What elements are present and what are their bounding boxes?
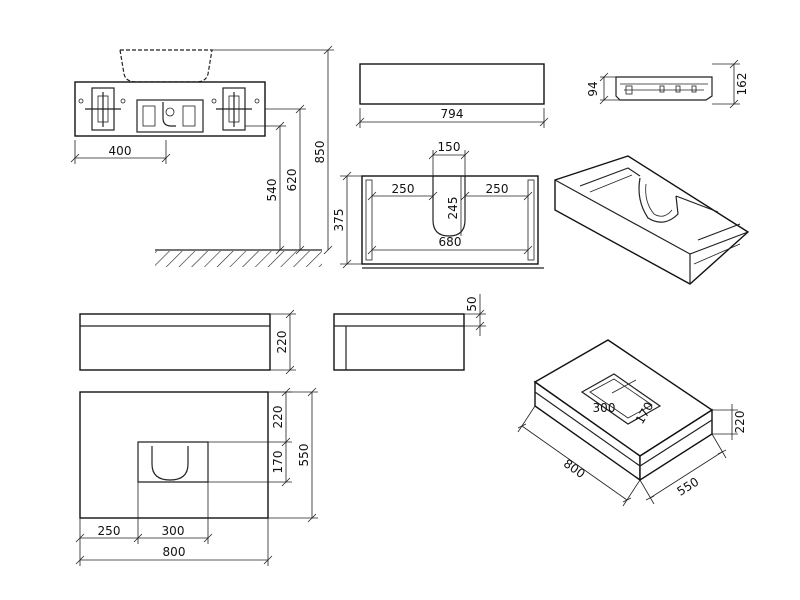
svg-text:550: 550 xyxy=(674,475,701,499)
dim-620: 620 xyxy=(265,104,306,255)
front-installation-view: 400 540 620 850 xyxy=(70,45,334,267)
front-elevation-view: 220 xyxy=(79,309,296,375)
drawer-isometric-view xyxy=(554,155,750,285)
svg-text:800: 800 xyxy=(163,545,186,559)
dim-850: 850 xyxy=(212,45,334,255)
svg-text:620: 620 xyxy=(285,169,299,192)
svg-text:794: 794 xyxy=(441,107,464,121)
svg-text:300: 300 xyxy=(593,401,616,415)
svg-text:850: 850 xyxy=(313,141,327,164)
drawer-plan-view: 150 250 250 245 375 680 xyxy=(332,140,544,269)
dim-540: 540 xyxy=(245,121,286,255)
svg-text:250: 250 xyxy=(98,524,121,538)
svg-text:800: 800 xyxy=(561,456,588,481)
top-board-view: 794 xyxy=(355,63,549,128)
svg-text:250: 250 xyxy=(486,182,509,196)
svg-text:220: 220 xyxy=(271,406,285,429)
svg-text:50: 50 xyxy=(465,296,479,311)
svg-text:300: 300 xyxy=(162,524,185,538)
svg-text:540: 540 xyxy=(265,179,279,202)
svg-text:680: 680 xyxy=(439,235,462,249)
svg-text:375: 375 xyxy=(332,209,346,232)
dim-400: 400 xyxy=(70,140,171,164)
svg-text:400: 400 xyxy=(109,144,132,158)
basin-outline xyxy=(119,49,213,83)
floor-hatch xyxy=(155,251,322,267)
svg-text:170: 170 xyxy=(271,451,285,474)
svg-text:150: 150 xyxy=(438,140,461,154)
left-bracket xyxy=(78,87,126,131)
svg-text:94: 94 xyxy=(586,81,600,96)
isometric-cabinet-view: 300 170 220 800 550 xyxy=(517,339,747,507)
side-elevation-view: 50 xyxy=(333,294,486,371)
svg-text:220: 220 xyxy=(275,331,289,354)
svg-text:550: 550 xyxy=(297,444,311,467)
svg-text:220: 220 xyxy=(733,411,747,434)
right-bracket xyxy=(211,87,260,131)
svg-text:162: 162 xyxy=(735,73,749,96)
siphon-assembly xyxy=(136,99,204,133)
svg-text:250: 250 xyxy=(392,182,415,196)
plan-view: 220 170 550 250 300 800 xyxy=(75,387,318,566)
svg-text:245: 245 xyxy=(446,197,460,220)
side-rail-view: 94 162 xyxy=(586,59,749,109)
